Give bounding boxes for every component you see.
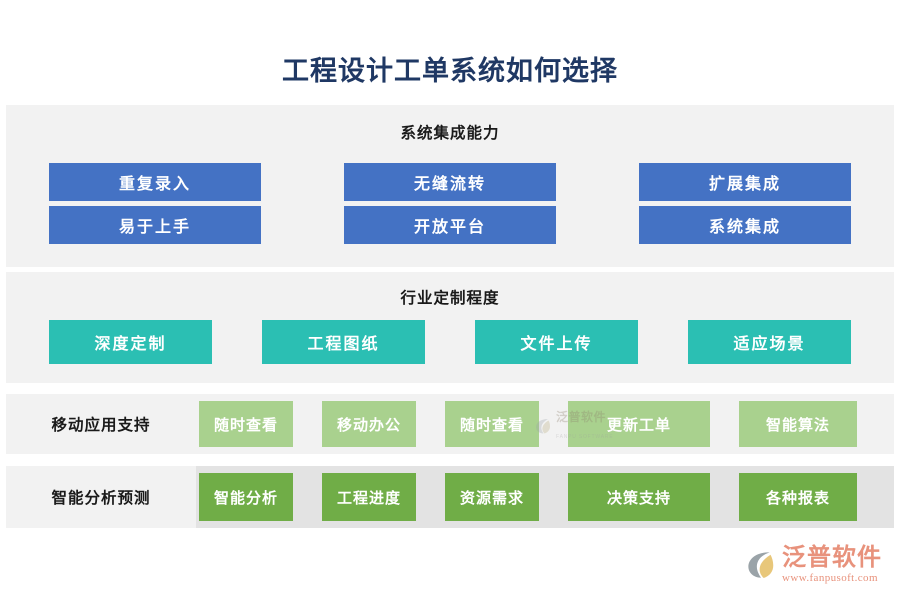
mobile-chip-row: 随时查看 移动办公 随时查看 更新工单 智能算法	[196, 394, 894, 454]
chip-integration-3-1[interactable]: 扩展集成	[639, 163, 851, 201]
customization-chip-row: 深度定制 工程图纸 文件上传 适应场景	[6, 320, 894, 364]
integration-column-1: 重复录入 易于上手	[49, 163, 261, 244]
section-integration-heading: 系统集成能力	[400, 125, 500, 142]
chip-mobile-5[interactable]: 智能算法	[739, 401, 857, 447]
section-customization: 行业定制程度 深度定制 工程图纸 文件上传 适应场景	[6, 272, 894, 383]
chip-mobile-1[interactable]: 随时查看	[199, 401, 293, 447]
analysis-chip-row: 智能分析 工程进度 资源需求 决策支持 各种报表	[196, 466, 894, 528]
brand-name: 泛普软件	[782, 544, 882, 571]
chip-analysis-3[interactable]: 资源需求	[445, 473, 539, 521]
page-title: 工程设计工单系统如何选择	[282, 56, 618, 86]
chip-integration-1-2[interactable]: 易于上手	[49, 206, 261, 244]
chip-analysis-4[interactable]: 决策支持	[568, 473, 710, 521]
integration-column-2: 无缝流转 开放平台	[344, 163, 556, 244]
chip-analysis-1[interactable]: 智能分析	[199, 473, 293, 521]
chip-analysis-5[interactable]: 各种报表	[739, 473, 857, 521]
integration-chip-grid: 重复录入 易于上手 无缝流转 开放平台 扩展集成 系统集成	[6, 163, 894, 244]
brand-logo: 泛普软件 www.fanpusoft.com	[745, 546, 882, 584]
chip-integration-1-1[interactable]: 重复录入	[49, 163, 261, 201]
integration-column-3: 扩展集成 系统集成	[639, 163, 851, 244]
fanpu-logo-icon	[745, 550, 777, 580]
brand-text: 泛普软件 www.fanpusoft.com	[782, 546, 882, 584]
section-mobile-label: 移动应用支持	[6, 394, 196, 454]
section-analysis-label: 智能分析预测	[6, 466, 196, 528]
chip-customization-3[interactable]: 文件上传	[475, 320, 638, 364]
chip-integration-2-1[interactable]: 无缝流转	[344, 163, 556, 201]
brand-url: www.fanpusoft.com	[782, 572, 878, 584]
section-customization-heading: 行业定制程度	[400, 290, 500, 307]
chip-customization-4[interactable]: 适应场景	[688, 320, 851, 364]
section-integration: 系统集成能力 重复录入 易于上手 无缝流转 开放平台 扩展集成 系统集成	[6, 105, 894, 267]
chip-mobile-3[interactable]: 随时查看	[445, 401, 539, 447]
chip-analysis-2[interactable]: 工程进度	[322, 473, 416, 521]
chip-mobile-4[interactable]: 更新工单	[568, 401, 710, 447]
chip-customization-1[interactable]: 深度定制	[49, 320, 212, 364]
section-mobile: 移动应用支持 随时查看 移动办公 随时查看 更新工单 智能算法	[6, 394, 894, 454]
section-analysis: 智能分析预测 智能分析 工程进度 资源需求 决策支持 各种报表	[6, 466, 894, 528]
chip-integration-2-2[interactable]: 开放平台	[344, 206, 556, 244]
chip-integration-3-2[interactable]: 系统集成	[639, 206, 851, 244]
chip-customization-2[interactable]: 工程图纸	[262, 320, 425, 364]
chip-mobile-2[interactable]: 移动办公	[322, 401, 416, 447]
